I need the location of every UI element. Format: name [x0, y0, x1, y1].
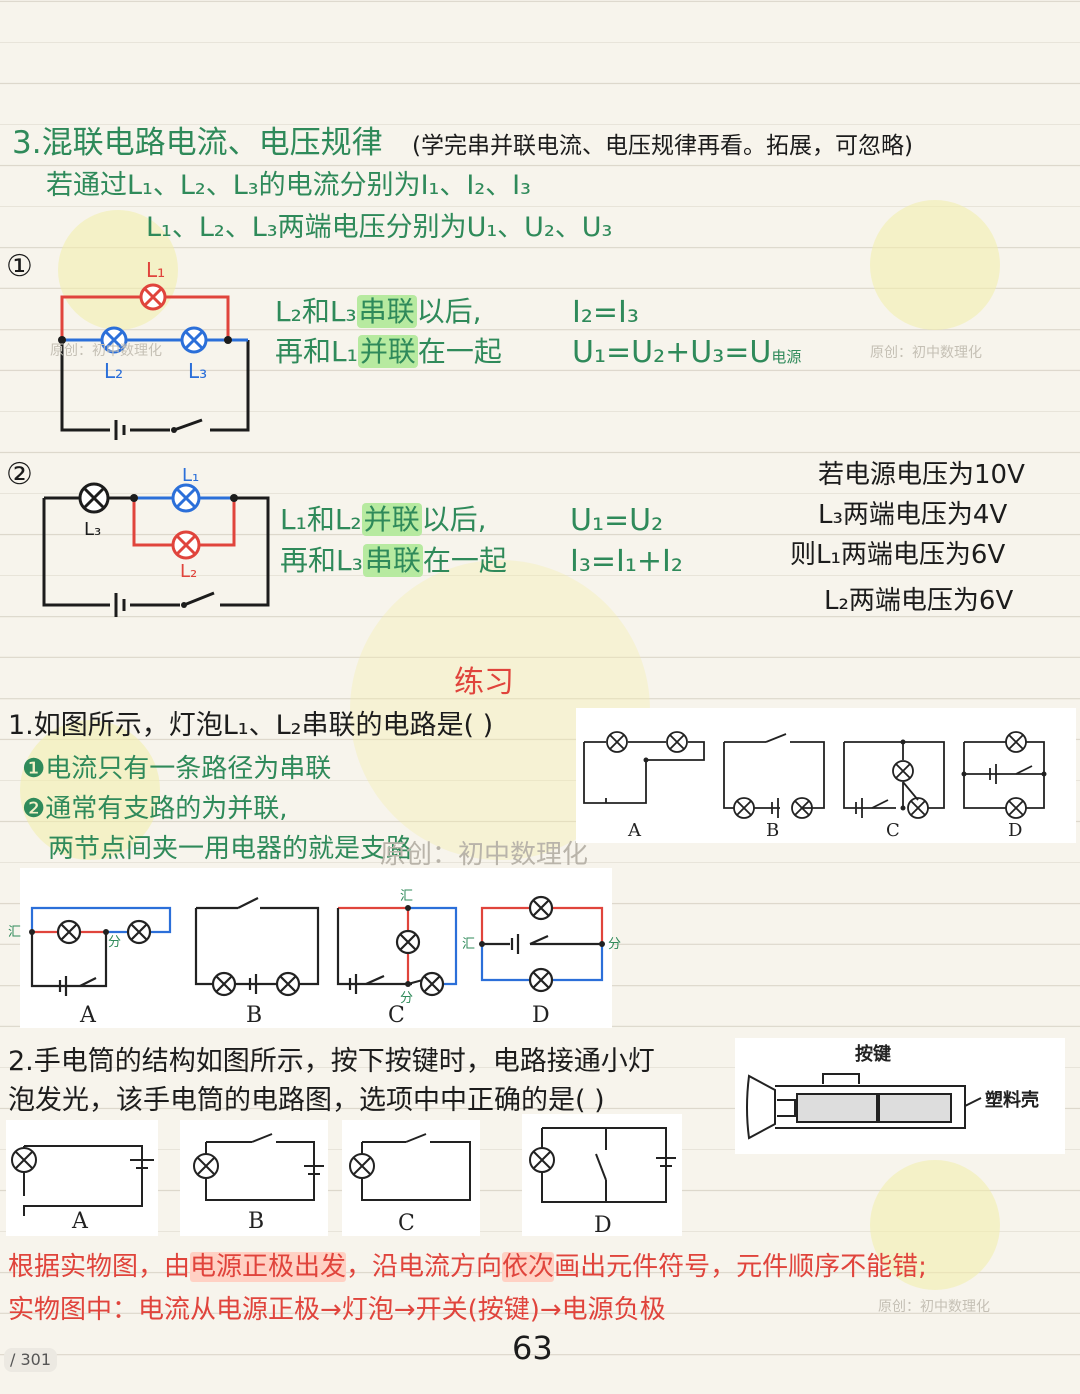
option-b-label: B	[248, 1209, 264, 1234]
flashlight-figure: 按键 塑料壳	[735, 1038, 1065, 1154]
example-line-3: 则L₁两端电压为6V	[790, 540, 1006, 570]
circuit-diagram-2: L₁ L₂ L₃	[42, 465, 270, 617]
label-l1: L₁	[146, 258, 165, 282]
section-title: 3.混联电路电流、电压规律	[12, 125, 383, 161]
example-line-4: L₂两端电压为6V	[824, 586, 1014, 616]
option-a-label: A	[627, 820, 642, 841]
option-b-label: B	[766, 820, 779, 841]
label-l1: L₁	[182, 465, 199, 486]
case-2-voltage-eq: U₁=U₂	[570, 503, 664, 538]
case-1-line-1: L₂和L₃串联以后,	[275, 295, 482, 328]
q2-option-d: D	[522, 1114, 682, 1238]
emoji-watermark	[58, 210, 178, 330]
label-l2: L₂	[104, 359, 123, 383]
key-label: 按键	[855, 1043, 891, 1065]
shell-label: 塑料壳	[985, 1089, 1039, 1111]
option-d-label: D	[532, 1003, 550, 1028]
emoji-watermark	[870, 200, 1000, 330]
q2-option-b: B	[180, 1120, 328, 1236]
example-line-1: 若电源电压为10V	[818, 460, 1025, 490]
node-out-label: 分	[108, 935, 121, 950]
case-1-current-eq: I₂=I₃	[572, 295, 639, 330]
label-l2: L₂	[180, 561, 197, 582]
label-l3: L₃	[84, 519, 101, 540]
watermark: 原创：初中数理化	[380, 840, 589, 870]
case-2-current-eq: I₃=I₁+I₂	[570, 544, 683, 579]
page-number: 63	[512, 1329, 553, 1367]
option-b-label: B	[246, 1003, 262, 1028]
option-d-label: D	[594, 1213, 612, 1238]
watermark: 原创：初中数理化	[878, 1299, 990, 1315]
option-c-label: C	[398, 1211, 415, 1236]
emoji-watermark	[870, 1160, 1000, 1290]
watermark: 原创：初中数理化	[50, 343, 162, 359]
option-a-label: A	[79, 1003, 97, 1028]
hint-1: ❶电流只有一条路径为串联	[22, 754, 332, 784]
node-out-label: 分	[400, 991, 413, 1006]
q1-options-figure: A B C D	[576, 708, 1076, 843]
intro-current: 若通过L₁、L₂、L₃的电流分别为I₁、I₂、I₃	[46, 170, 531, 201]
example-line-2: L₃两端电压为4V	[818, 500, 1008, 530]
hint-2: ❷通常有支路的为并联,	[22, 794, 288, 824]
node-in-label: 汇	[400, 889, 413, 904]
case-1-voltage-eq: U₁=U₂+U₃=U电源	[572, 335, 802, 370]
conclusion-line-1: 根据实物图，由电源正极出发，沿电流方向依次画出元件符号，元件顺序不能错;	[8, 1252, 927, 1282]
label-l3: L₃	[188, 359, 207, 383]
case-1-line-2: 再和L₁并联在一起	[275, 335, 502, 368]
option-c-label: C	[388, 1003, 405, 1028]
option-a-label: A	[71, 1209, 89, 1234]
node-in-label: 汇	[462, 937, 475, 952]
question-1: 1.如图所示，灯泡L₁、L₂串联的电路是( )	[8, 710, 494, 741]
intro-voltage: L₁、L₂、L₃两端电压分别为U₁、U₂、U₃	[146, 212, 613, 243]
case-2-number: ②	[6, 457, 33, 492]
conclusion-line-2: 实物图中：电流从电源正极→灯泡→开关(按键)→电源负极	[8, 1295, 666, 1325]
watermark: 原创：初中数理化	[870, 345, 982, 361]
case-2-line-1: L₁和L₂并联以后,	[280, 503, 487, 536]
hint-3: 两节点间夹一用电器的就是支路	[48, 834, 413, 864]
q2-option-a: A	[6, 1120, 158, 1236]
emoji-watermark	[20, 720, 160, 860]
q2-option-c: C	[342, 1120, 480, 1236]
option-c-label: C	[886, 820, 900, 841]
page-counter: / 301	[4, 1348, 58, 1372]
question-2-line-1: 2.手电筒的结构如图所示，按下按键时，电路接通小灯	[8, 1046, 655, 1077]
case-2-line-2: 再和L₃串联在一起	[280, 544, 507, 577]
section-note: (学完串并联电流、电压规律再看。拓展，可忽略)	[412, 133, 913, 159]
practice-title: 练习	[454, 665, 514, 700]
question-2-line-2: 泡发光，该手电筒的电路图，选项中中正确的是( )	[8, 1085, 605, 1116]
circuit-diagram-1: L₁ L₂ L₃	[58, 258, 250, 440]
node-in-label: 汇	[8, 925, 21, 940]
q1-annotated-figure: 汇 分 汇 分 汇 分 A B C D	[8, 868, 621, 1028]
option-d-label: D	[1008, 820, 1022, 841]
case-1-number: ①	[6, 249, 33, 284]
node-out-label: 分	[608, 937, 621, 952]
